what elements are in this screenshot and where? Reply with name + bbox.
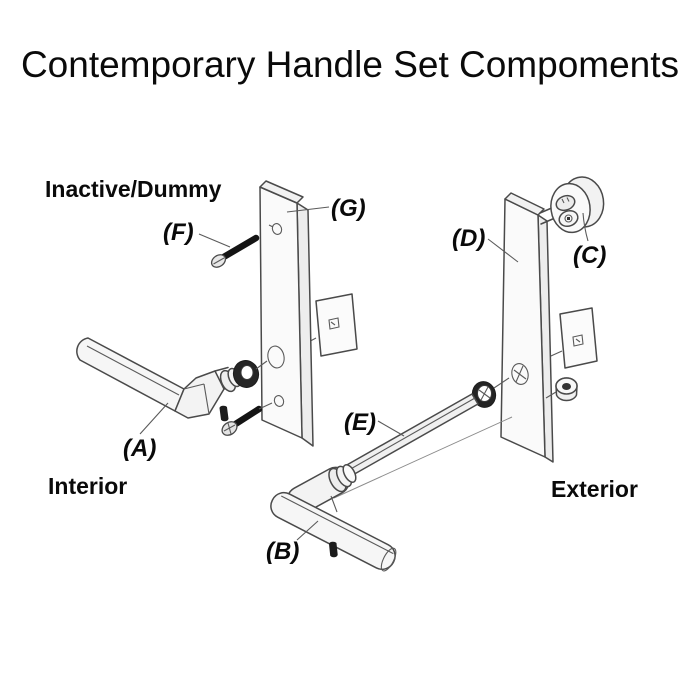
leader-b bbox=[296, 520, 319, 541]
leader-a bbox=[139, 402, 169, 435]
set-screw-a bbox=[219, 405, 229, 422]
screw-hole-bottom-g bbox=[273, 395, 285, 407]
exterior-label: Exterior bbox=[551, 476, 638, 502]
label-leader-lines bbox=[139, 206, 589, 541]
part-label-a: (A) bbox=[123, 435, 156, 462]
assembly-axis-line bbox=[333, 416, 513, 499]
part-label-g: (G) bbox=[331, 195, 366, 222]
spacer-nut-right bbox=[545, 377, 578, 402]
bushing-ring-left bbox=[232, 360, 268, 388]
part-label-b: (B) bbox=[266, 538, 299, 565]
spindle-hole-d bbox=[511, 363, 529, 385]
handle-b bbox=[270, 464, 397, 572]
leader-f bbox=[198, 233, 231, 248]
inactive-dummy-label: Inactive/Dummy bbox=[45, 176, 222, 202]
set-screw-b bbox=[328, 541, 338, 558]
leader-washer-right bbox=[493, 377, 510, 389]
page-title: Contemporary Handle Set Compoments bbox=[20, 44, 680, 85]
leader-e bbox=[377, 420, 405, 437]
spindle-hole-g bbox=[267, 345, 285, 369]
leader-c bbox=[582, 212, 589, 242]
screw-lower-left bbox=[221, 402, 273, 436]
interior-label: Interior bbox=[48, 473, 127, 499]
screw-hole-top-g bbox=[271, 223, 283, 235]
screw-f bbox=[210, 234, 260, 268]
leader-bushing-left bbox=[255, 360, 268, 370]
leader-nut-right bbox=[545, 391, 557, 399]
leader-g bbox=[286, 206, 330, 213]
plate-d bbox=[500, 192, 554, 463]
part-label-d: (D) bbox=[452, 225, 485, 252]
keyway bbox=[567, 217, 570, 220]
part-label-f: (F) bbox=[163, 219, 194, 246]
plate-g bbox=[259, 180, 314, 447]
cylinder-c bbox=[539, 176, 605, 234]
part-label-e: (E) bbox=[344, 409, 376, 436]
leader-d bbox=[487, 238, 519, 263]
part-label-c: (C) bbox=[573, 242, 606, 269]
